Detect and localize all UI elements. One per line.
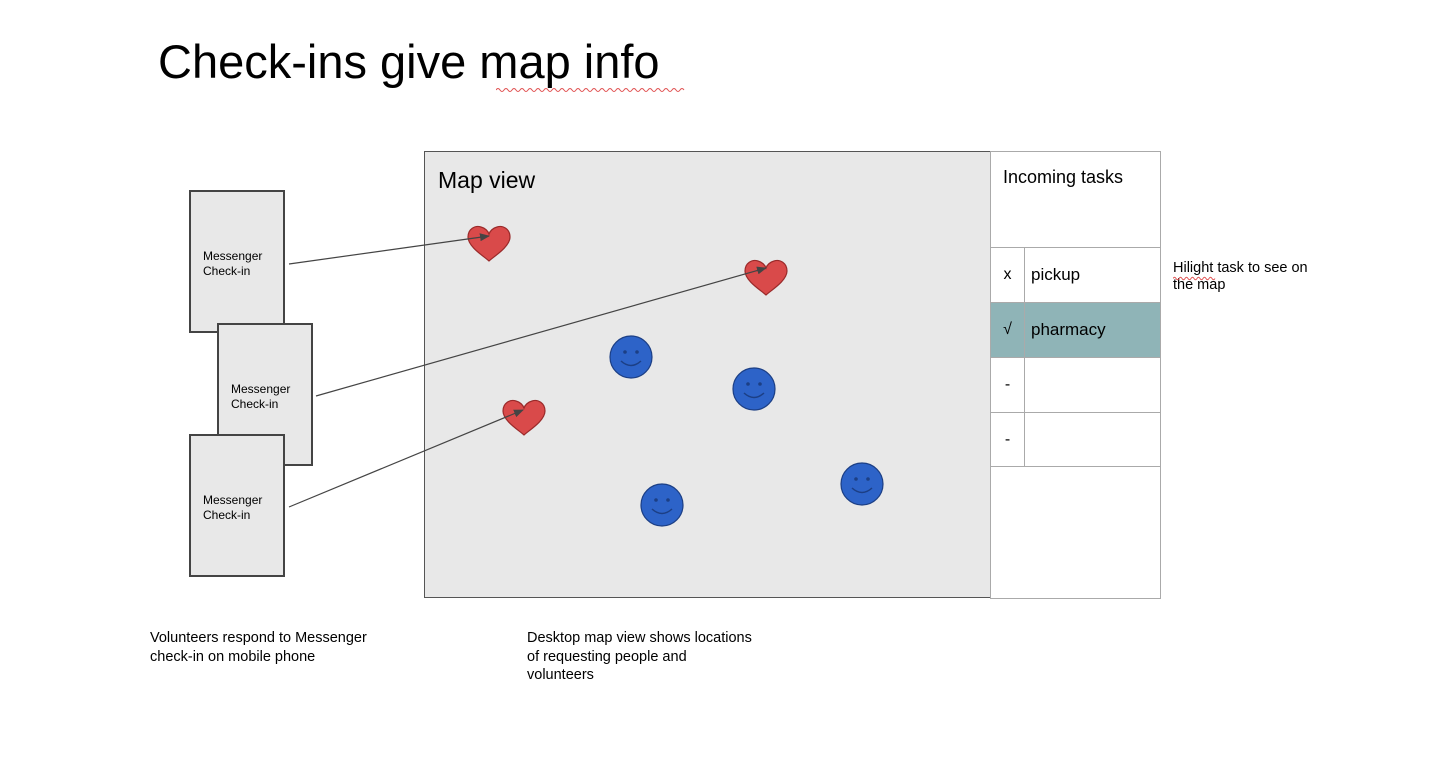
task-row[interactable]: - — [991, 412, 1160, 467]
task-status-mark: √ — [991, 303, 1025, 357]
task-row[interactable]: x pickup — [991, 247, 1160, 302]
request-marker-heart-icon[interactable] — [467, 225, 511, 262]
incoming-tasks-panel: Incoming tasks x pickup √ pharmacy - - — [990, 151, 1161, 599]
volunteer-marker-smiley-icon[interactable] — [840, 462, 884, 506]
volunteer-marker-smiley-icon[interactable] — [732, 367, 776, 411]
request-marker-heart-icon[interactable] — [744, 259, 788, 296]
map-caption: Desktop map view shows locations of requ… — [527, 630, 752, 683]
phones-caption: Volunteers respond to Messenger check-in… — [150, 630, 367, 665]
request-marker-heart-icon[interactable] — [502, 399, 546, 436]
volunteer-marker-smiley-icon[interactable] — [640, 483, 684, 527]
phone-label: Messenger Check-in — [231, 382, 291, 411]
map-title: Map view — [438, 167, 536, 193]
volunteer-marker-smiley-icon[interactable] — [609, 335, 653, 379]
messenger-phone-1: Messenger Check-in — [189, 190, 285, 333]
task-row[interactable]: - — [991, 357, 1160, 412]
spellcheck-underline — [1173, 276, 1216, 281]
task-status-mark: - — [991, 358, 1025, 412]
phone-label: Messenger Check-in — [203, 493, 263, 522]
task-name: pharmacy — [1031, 320, 1106, 339]
task-row-selected[interactable]: √ pharmacy — [991, 302, 1160, 357]
task-status-mark: - — [991, 413, 1025, 466]
slide-title: Check-ins give map info — [158, 35, 660, 88]
tasks-title: Incoming tasks — [1003, 167, 1124, 187]
messenger-phone-3: Messenger Check-in — [189, 434, 285, 577]
task-name: pickup — [1031, 265, 1081, 284]
spellcheck-underline — [496, 88, 685, 92]
phone-label: Messenger Check-in — [203, 249, 263, 278]
hilight-note: Hilight task to see on the map — [1173, 260, 1308, 293]
task-status-mark: x — [991, 248, 1025, 302]
